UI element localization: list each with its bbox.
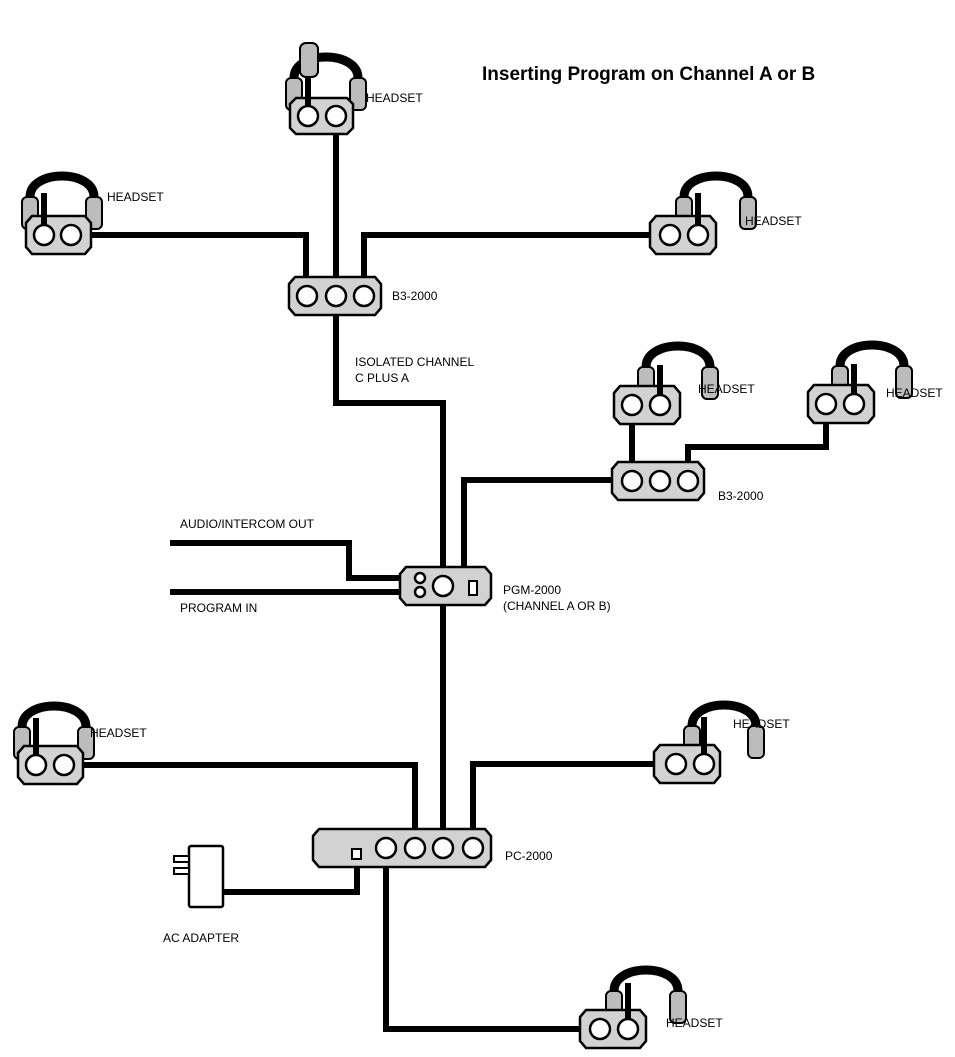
isolated-channel-label-2: C PLUS A — [355, 371, 409, 385]
headset-mid-left — [612, 346, 718, 426]
headset-bottom-label: HEADSET — [666, 1016, 723, 1030]
headset-top-left-label: HEADSET — [107, 190, 164, 204]
pc-2000-label: PC-2000 — [505, 849, 553, 863]
ac-adapter-icon — [173, 844, 225, 909]
b3-2000-right-label: B3-2000 — [718, 489, 764, 503]
isolated-channel-label: ISOLATED CHANNEL — [355, 355, 474, 369]
headset-mid-left-label: HEADSET — [698, 382, 755, 396]
headset-mid-right-label: HEADSET — [886, 386, 943, 400]
headset-mid-right — [806, 345, 912, 425]
diagram-title: Inserting Program on Channel A or B — [482, 64, 815, 85]
b3-2000-right-box — [610, 460, 706, 502]
pc-2000-box — [311, 827, 493, 869]
headset-top-center — [286, 42, 366, 136]
b3-2000-top-label: B3-2000 — [392, 289, 438, 303]
audio-intercom-out-label: AUDIO/INTERCOM OUT — [180, 517, 315, 531]
headset-top-right-label: HEADSET — [745, 214, 802, 228]
headset-top-center-label: HEADSET — [366, 91, 423, 105]
headset-top-left — [22, 176, 102, 256]
headset-top-right — [648, 176, 756, 256]
pgm-2000-box — [398, 565, 493, 607]
headset-lower-right — [652, 705, 764, 785]
headset-lower-right-label: HEADSET — [733, 717, 790, 731]
headset-lower-left — [14, 706, 94, 786]
ac-adapter-label: AC ADAPTER — [163, 931, 239, 945]
headset-lower-left-label: HEADSET — [90, 726, 147, 740]
b3-2000-top-box — [287, 275, 383, 317]
pgm-2000-mode-label: (CHANNEL A OR B) — [503, 599, 611, 613]
program-in-label: PROGRAM IN — [180, 601, 257, 615]
pgm-2000-label: PGM-2000 — [503, 583, 561, 597]
headset-bottom — [578, 970, 686, 1050]
